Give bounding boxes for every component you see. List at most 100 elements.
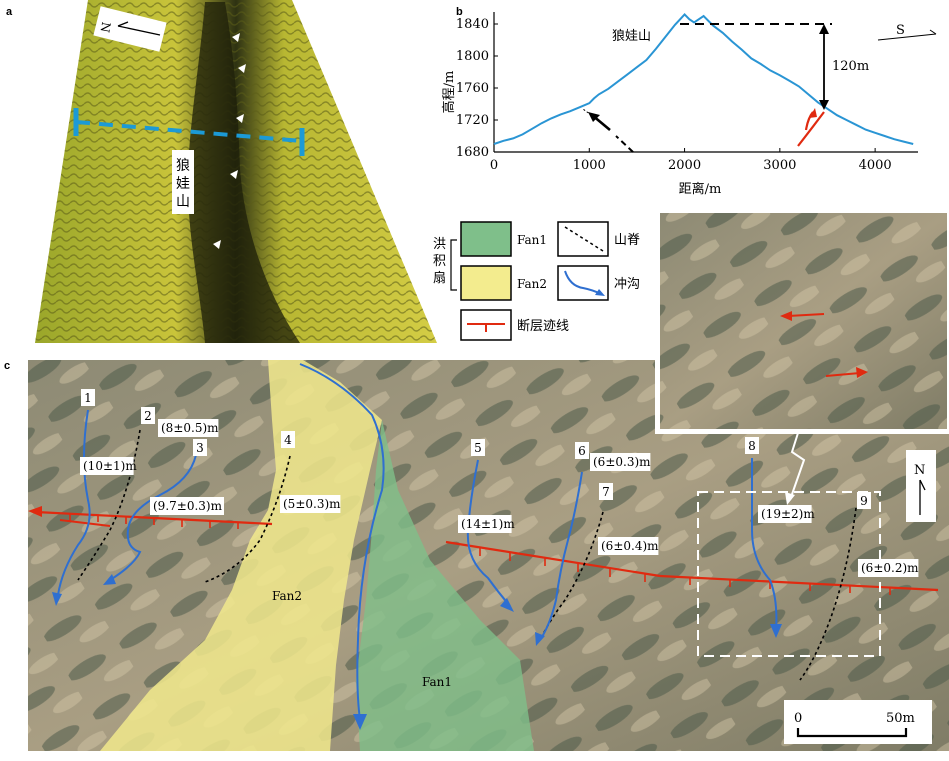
inset-leader bbox=[789, 432, 806, 501]
scale-start: 0 bbox=[794, 711, 802, 726]
gully-number-3: 3 bbox=[193, 439, 207, 456]
direction-indicator: S bbox=[877, 23, 937, 41]
fault-trace-east bbox=[445, 540, 939, 595]
gully-number-text: 4 bbox=[284, 433, 292, 447]
gully-number-text: 7 bbox=[602, 485, 610, 499]
north-arrow-c: N bbox=[906, 450, 936, 522]
peak-label: 狼娃山 bbox=[612, 29, 651, 44]
inset-fault-arrow-right bbox=[825, 367, 868, 378]
relief-label: 120m bbox=[832, 59, 869, 74]
y-axis-label: 高程/m bbox=[441, 71, 457, 114]
gully-number-8: 8 bbox=[745, 437, 759, 454]
y-tick-label: 1720 bbox=[456, 113, 489, 128]
gully-number-4: 4 bbox=[281, 431, 295, 448]
gully-number-2: 2 bbox=[141, 407, 155, 424]
mountain-label-1: 狼 bbox=[176, 158, 190, 174]
fan2-area bbox=[100, 360, 382, 751]
profile-line-a bbox=[75, 120, 303, 143]
legend-gully-label: 冲沟 bbox=[614, 277, 640, 292]
offset-label-4: (5±0.3)m bbox=[280, 495, 341, 513]
offset-label-1: (8±0.5)m bbox=[158, 419, 219, 437]
gully-number-text: 2 bbox=[144, 409, 152, 423]
offset-label-8: (19±2)m bbox=[758, 505, 815, 523]
offset-text: (6±0.2)m bbox=[861, 561, 919, 575]
legend-fan2-swatch bbox=[460, 265, 512, 301]
offset-text: (19±2)m bbox=[761, 507, 815, 521]
legend-group-label-3: 扇 bbox=[433, 270, 446, 286]
scale-end: 50m bbox=[886, 711, 915, 726]
offset-label-9: (6±0.2)m bbox=[858, 559, 919, 577]
gully-number-9: 9 bbox=[857, 492, 871, 509]
panel-label-c: c bbox=[4, 360, 11, 372]
offset-label-2: (10±1)m bbox=[80, 457, 137, 475]
offset-text: (8±0.5)m bbox=[161, 421, 219, 435]
offset-label-6: (6±0.3)m bbox=[590, 453, 651, 471]
panel-label-a: a bbox=[6, 6, 13, 18]
legend-fault-label: 断层迹线 bbox=[517, 319, 569, 334]
offset-text: (10±1)m bbox=[83, 459, 137, 473]
north-label-a: N bbox=[98, 21, 114, 34]
gully-number-1: 1 bbox=[81, 389, 95, 406]
legend-fan1-swatch bbox=[460, 221, 512, 257]
x-tick-label: 2000 bbox=[668, 158, 701, 173]
gully-symbol bbox=[564, 270, 602, 295]
legend-ridge-label: 山脊 bbox=[614, 233, 640, 248]
inset-photo-texture bbox=[660, 213, 949, 429]
map-labels: 1 2 3 4 5 6 7 8 9 (8±0.5)m (10±1)m (9.7±0.3)m (5±0.3… bbox=[80, 389, 919, 577]
mountain-label-box bbox=[172, 150, 194, 214]
relief-arrow-up bbox=[819, 24, 829, 34]
gully-number-text: 3 bbox=[196, 441, 204, 455]
x-axis-label: 距离/m bbox=[679, 181, 722, 197]
gully-number-text: 5 bbox=[474, 441, 482, 455]
gully-lines bbox=[57, 363, 778, 721]
gully-arrowhead bbox=[595, 289, 605, 296]
offset-label-5: (14±1)m bbox=[458, 515, 515, 533]
relief-arrow-down bbox=[819, 100, 829, 110]
gully-arrowheads bbox=[52, 574, 782, 730]
ridge-symbol bbox=[564, 226, 604, 252]
x-tick-label: 3000 bbox=[763, 158, 796, 173]
offset-text: (5±0.3)m bbox=[283, 497, 341, 511]
fault-motion-arrow bbox=[797, 108, 825, 147]
offset-label-3: (9.7±0.3)m bbox=[150, 497, 224, 515]
legend: 洪 积 扇 Fan1 Fan2 山脊 冲沟 断层迹线 bbox=[433, 221, 640, 341]
mountain-label-3: 山 bbox=[176, 194, 190, 210]
offset-text: (6±0.4)m bbox=[601, 539, 659, 553]
fan2-label: Fan2 bbox=[272, 589, 302, 603]
gully-number-5: 5 bbox=[471, 439, 485, 456]
y-tick-label: 1760 bbox=[456, 81, 489, 96]
legend-group-label-2: 积 bbox=[433, 254, 446, 269]
inset-leader-head bbox=[785, 492, 795, 505]
ridge-shadow bbox=[187, 2, 300, 343]
legend-fan2-label: Fan2 bbox=[517, 277, 547, 291]
gully-number-text: 9 bbox=[860, 494, 868, 508]
offset-label-7: (6±0.4)m bbox=[598, 537, 659, 555]
mountain-label-2: 娃 bbox=[176, 176, 190, 192]
x-tick-label: 1000 bbox=[573, 158, 606, 173]
ridge-motion-arrow bbox=[582, 108, 634, 153]
legend-fan1-label: Fan1 bbox=[517, 233, 547, 247]
fault-trace-west bbox=[28, 506, 273, 529]
gully-number-7: 7 bbox=[599, 483, 613, 500]
x-tick-label: 4000 bbox=[859, 158, 892, 173]
offset-text: (14±1)m bbox=[461, 517, 515, 531]
fan1-area bbox=[356, 420, 534, 751]
direction-label: S bbox=[896, 23, 905, 38]
scale-bar: 0 50m bbox=[784, 700, 932, 744]
terrain-3d-view: 狼 娃 山 N bbox=[35, 0, 437, 343]
gully-number-6: 6 bbox=[575, 442, 589, 459]
profile-series-line bbox=[493, 12, 914, 145]
fault-arrows bbox=[213, 33, 246, 249]
gully-number-text: 1 bbox=[84, 391, 92, 405]
legend-group-label-1: 洪 bbox=[433, 237, 446, 252]
inset-frame bbox=[655, 208, 949, 434]
panel-label-b: b bbox=[456, 6, 463, 18]
north-label-c: N bbox=[914, 463, 925, 478]
north-arrow-a: N bbox=[93, 6, 167, 52]
offset-text: (6±0.3)m bbox=[593, 455, 651, 469]
fan1-label: Fan1 bbox=[422, 675, 452, 689]
offset-text: (9.7±0.3)m bbox=[153, 499, 223, 513]
